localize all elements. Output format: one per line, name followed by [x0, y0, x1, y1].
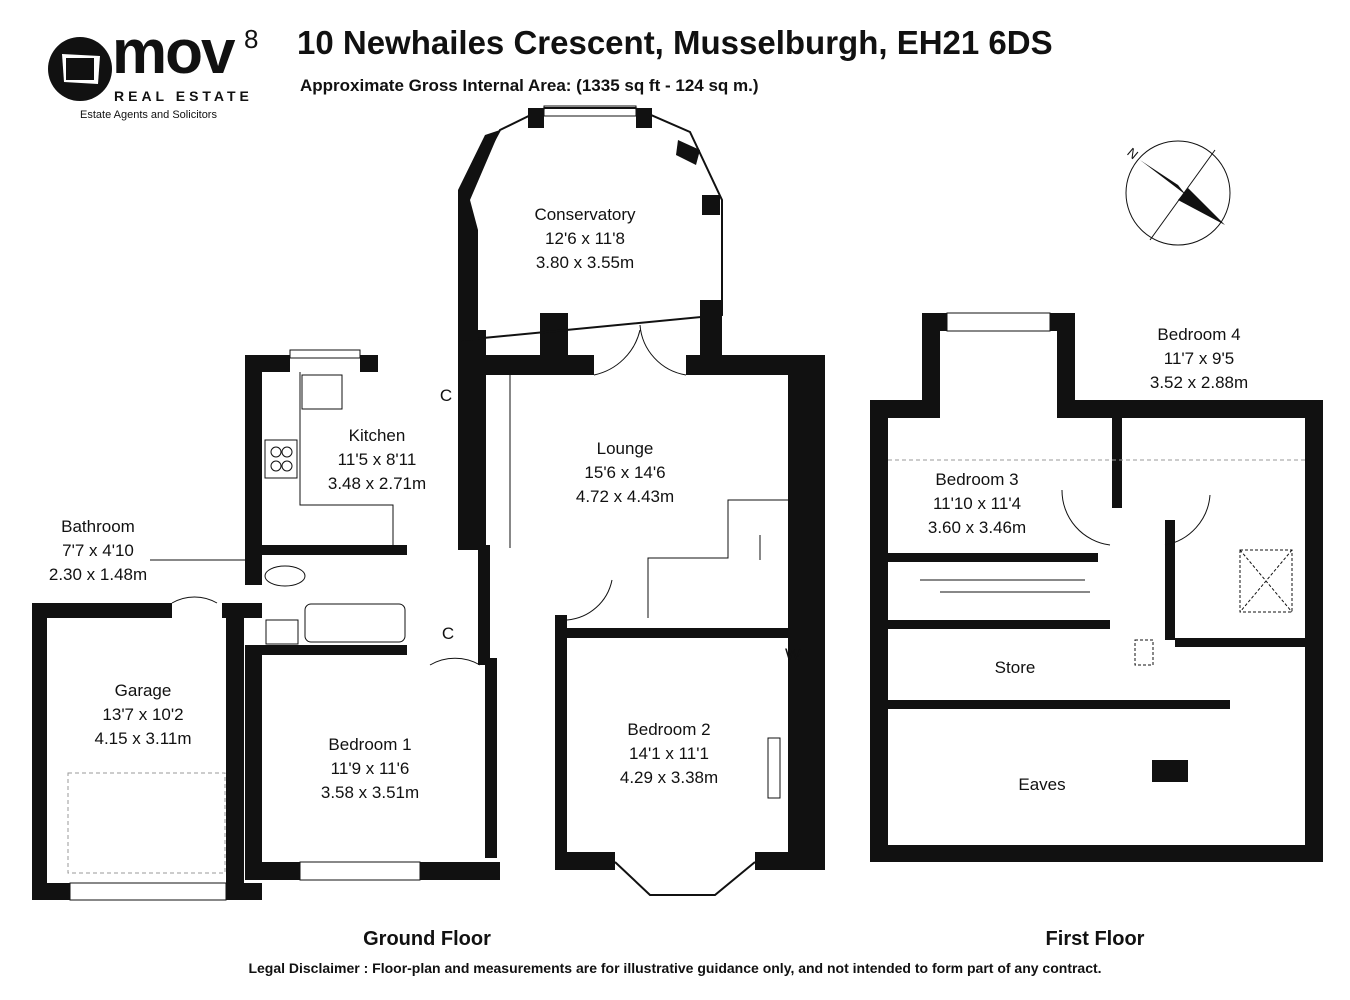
first-floor-walls	[870, 313, 1323, 862]
legal-disclaimer: Legal Disclaimer : Floor-plan and measur…	[248, 960, 1102, 976]
logo-superscript: 8	[244, 24, 259, 54]
bay-window	[614, 861, 756, 896]
cupboard-label: C	[439, 386, 453, 405]
logo-subtitle: REAL ESTATE	[114, 88, 253, 104]
page-title: 10 Newhailes Crescent, Musselburgh, EH21…	[297, 24, 1053, 61]
logo-tagline: Estate Agents and Solicitors	[80, 109, 217, 121]
ground-floor-label: Ground Floor	[363, 928, 491, 950]
conservatory-walls	[458, 105, 723, 342]
area-subtitle: Approximate Gross Internal Area: (1335 s…	[300, 76, 759, 95]
first-floor-details	[888, 312, 1305, 666]
room-eaves: Eaves	[1018, 775, 1066, 794]
logo-word: mov	[112, 18, 235, 87]
ground-floor-details	[67, 324, 788, 901]
ground-floor-walls	[32, 313, 825, 900]
first-floor-label: First Floor	[1045, 928, 1145, 950]
compass-icon	[1125, 140, 1231, 246]
room-store: Store	[994, 658, 1036, 677]
cupboard-label: C	[441, 624, 455, 643]
wardrobe-label: W	[784, 645, 802, 664]
logo-mark-icon	[48, 37, 112, 101]
